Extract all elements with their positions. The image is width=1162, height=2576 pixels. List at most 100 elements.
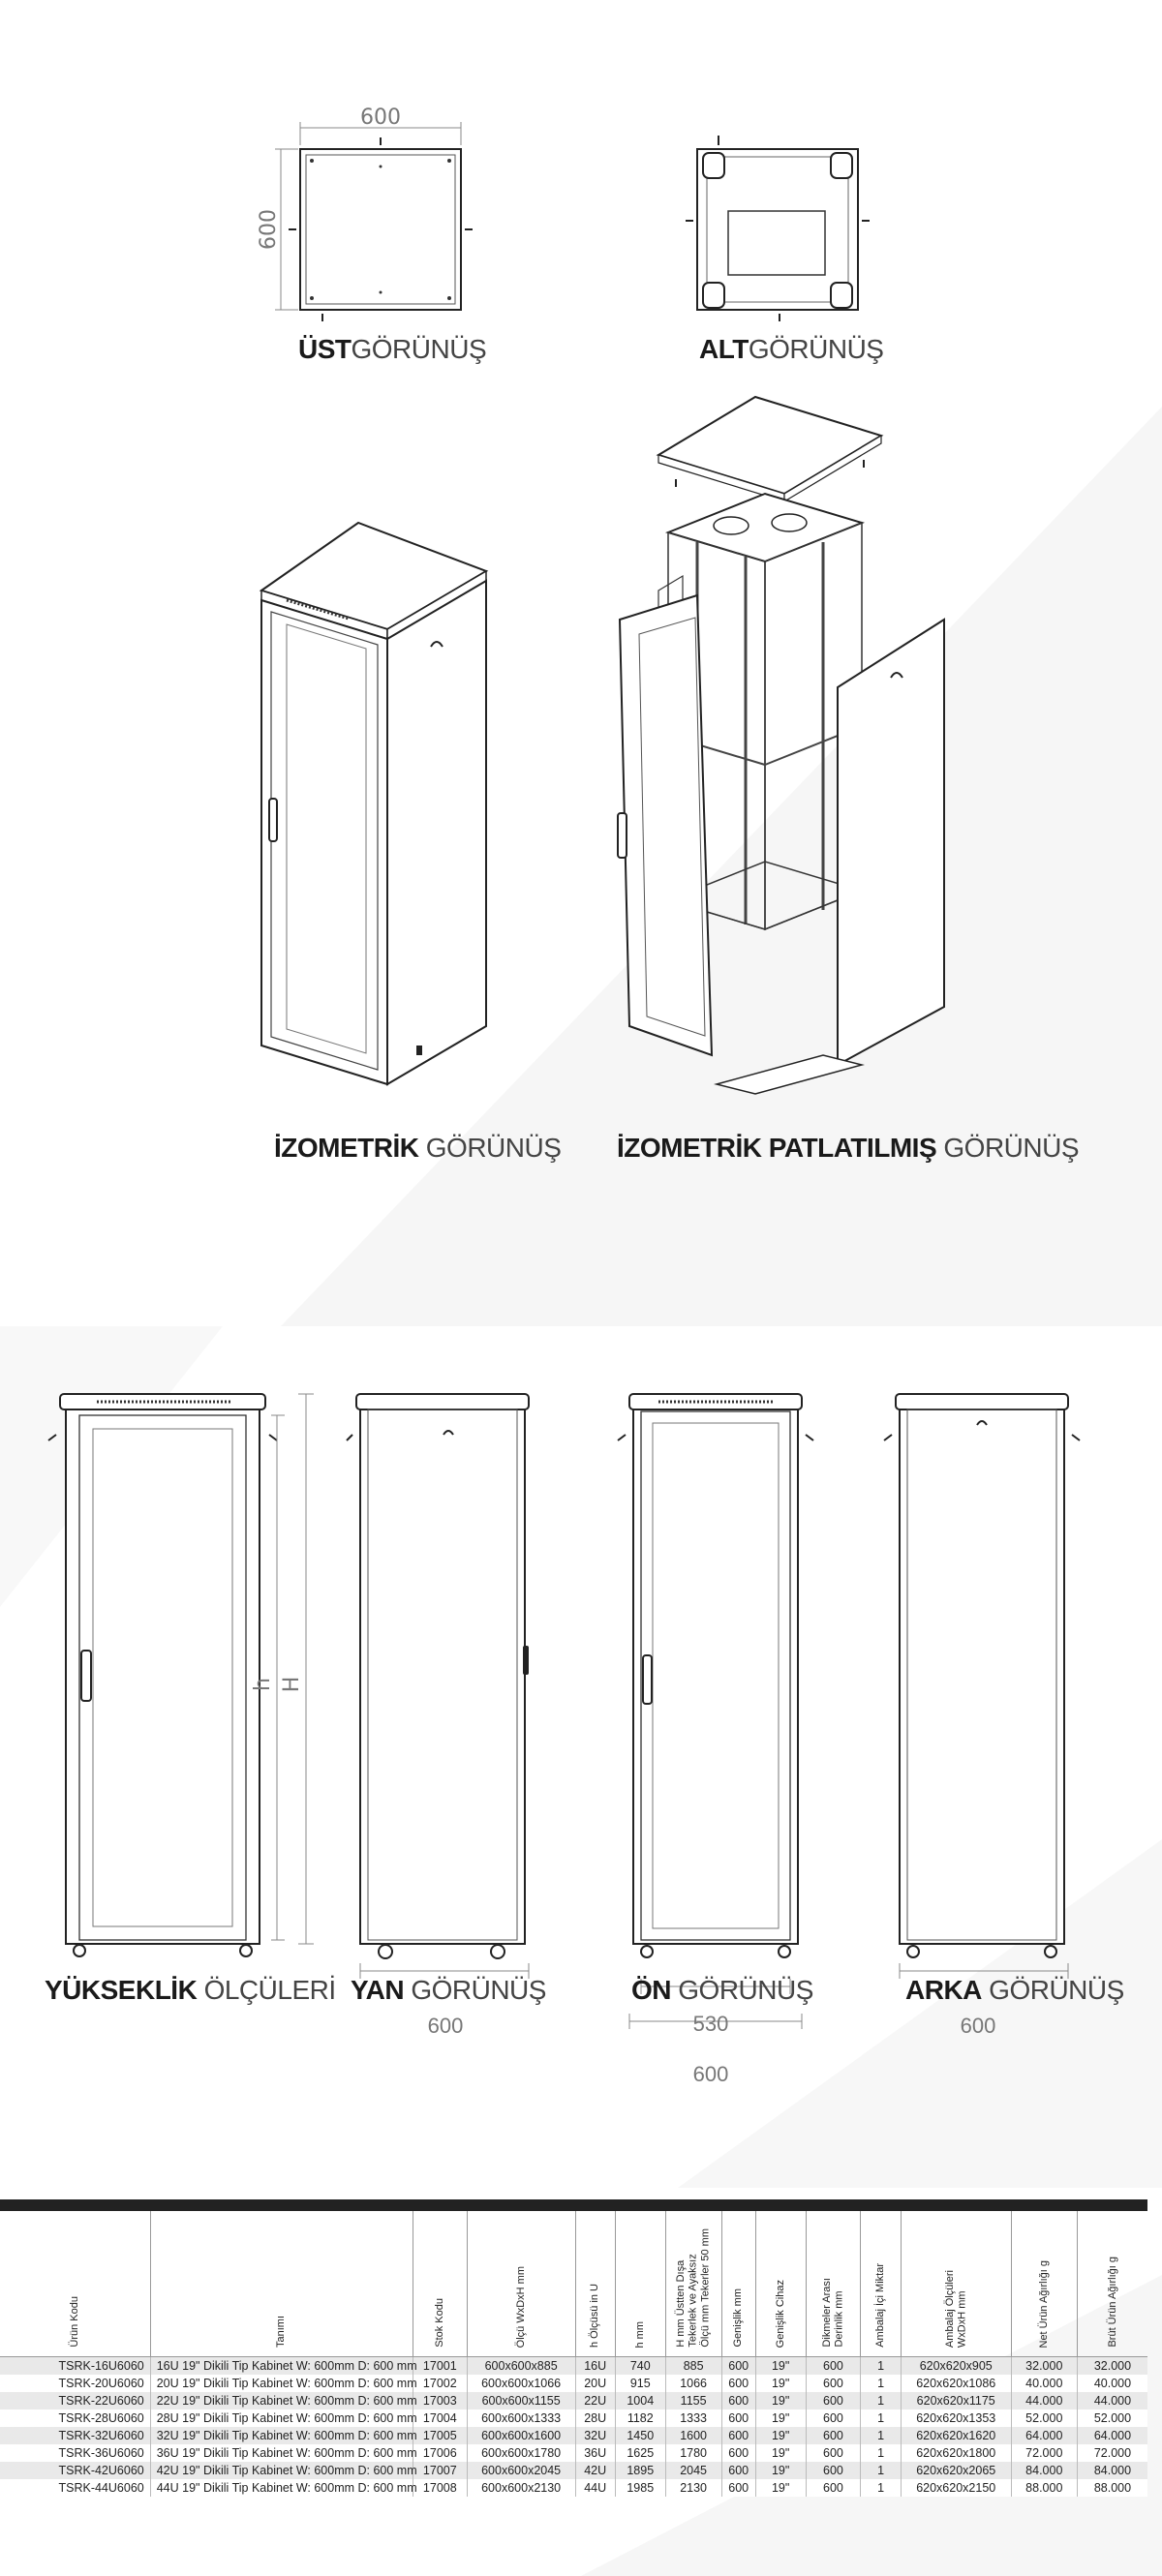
- front-outer-width-label: 600: [692, 2062, 729, 2086]
- table-cell: 19": [754, 2409, 807, 2427]
- table-cell: 16U 19" Dikili Tip Kabinet W: 600mm D: 6…: [149, 2356, 417, 2375]
- table-cell: 1004: [614, 2392, 666, 2409]
- table-cell: TSRK-32U6060: [0, 2427, 151, 2444]
- table-cell: 620x620x1620: [900, 2427, 1012, 2444]
- table-cell: 1625: [614, 2444, 666, 2462]
- table-cell: 600: [805, 2479, 861, 2497]
- table-cell: 620x620x2065: [900, 2462, 1012, 2479]
- table-cell: 1450: [614, 2427, 666, 2444]
- table-cell: 600x600x1066: [466, 2375, 576, 2392]
- spec-header-label: Ürün Kodu: [69, 2296, 81, 2348]
- table-cell: 16U: [574, 2356, 616, 2375]
- spec-header-cell: Net Ürün Ağırlığı g: [1010, 2211, 1078, 2357]
- table-cell: 17001: [412, 2356, 468, 2375]
- table-cell: 17008: [412, 2479, 468, 2497]
- table-cell: 1182: [614, 2409, 666, 2427]
- table-cell: 2130: [664, 2479, 722, 2497]
- side-view-caption: YAN GÖRÜNÜŞ: [351, 1975, 546, 2005]
- table-cell: 915: [614, 2375, 666, 2392]
- top-view-width-label: 600: [360, 106, 401, 130]
- table-cell: 64.000: [1010, 2427, 1078, 2444]
- height-view-caption: YÜKSEKLİK ÖLÇÜLERİ: [45, 1975, 336, 2005]
- table-cell: 1155: [664, 2392, 722, 2409]
- spec-header-cell: Brüt Ürün Ağırlığı g: [1076, 2211, 1147, 2357]
- table-cell: 600: [720, 2427, 756, 2444]
- height-view-drawing: h H: [47, 1393, 314, 1957]
- table-cell: TSRK-44U6060: [0, 2479, 151, 2497]
- table-cell: 20U: [574, 2375, 616, 2392]
- spec-header-cell: Tanımı: [149, 2211, 413, 2357]
- table-cell: 600: [805, 2427, 861, 2444]
- outer-height-label: H: [280, 1677, 304, 1693]
- table-cell: 19": [754, 2392, 807, 2409]
- inner-height-label: h: [251, 1678, 275, 1691]
- table-cell: 36U: [574, 2444, 616, 2462]
- front-inner-width-label: 530: [692, 2012, 729, 2036]
- table-cell: 44.000: [1076, 2392, 1147, 2409]
- spec-table-top-bar: [0, 2199, 1147, 2211]
- table-cell: 620x620x1800: [900, 2444, 1012, 2462]
- spec-header-cell: Ölçü WxDxH mm: [466, 2211, 576, 2357]
- table-cell: 19": [754, 2444, 807, 2462]
- table-cell: 36U 19" Dikili Tip Kabinet W: 600mm D: 6…: [149, 2444, 417, 2462]
- table-cell: 72.000: [1010, 2444, 1078, 2462]
- table-cell: 40.000: [1076, 2375, 1147, 2392]
- table-cell: 19": [754, 2356, 807, 2375]
- table-cell: 19": [754, 2479, 807, 2497]
- spec-header-cell: h Ölçüsü in U: [574, 2211, 616, 2357]
- table-cell: 1333: [664, 2409, 722, 2427]
- table-cell: 40.000: [1010, 2375, 1078, 2392]
- table-cell: 1: [860, 2409, 902, 2427]
- table-cell: 885: [664, 2356, 722, 2375]
- spec-header-label: Net Ürün Ağırlığı g: [1037, 2259, 1050, 2349]
- table-cell: 22U: [574, 2392, 616, 2409]
- table-cell: 620x620x1353: [900, 2409, 1012, 2427]
- back-view-drawing: [883, 1393, 1081, 1979]
- table-cell: 17004: [412, 2409, 468, 2427]
- table-cell: 44U: [574, 2479, 616, 2497]
- table-cell: 600: [805, 2375, 861, 2392]
- table-cell: 42U: [574, 2462, 616, 2479]
- table-cell: 88.000: [1010, 2479, 1078, 2497]
- spec-header-label: Ambalaj Ölçüleri WxDxH mm: [943, 2269, 968, 2348]
- table-cell: 84.000: [1076, 2462, 1147, 2479]
- table-cell: 600x600x1155: [466, 2392, 576, 2409]
- spec-header-label: Ambalaj İçi Miktar: [874, 2263, 887, 2348]
- bottom-view-caption: ALTGÖRÜNÜŞ: [699, 334, 884, 364]
- table-cell: 620x620x2150: [900, 2479, 1012, 2497]
- table-cell: 1: [860, 2427, 902, 2444]
- table-cell: TSRK-16U6060: [0, 2356, 151, 2375]
- spec-header-label: Ölçü WxDxH mm: [514, 2265, 527, 2348]
- table-cell: 19": [754, 2427, 807, 2444]
- isometric-cabinet-drawing: [259, 521, 489, 1086]
- table-cell: 19": [754, 2462, 807, 2479]
- table-cell: 52.000: [1010, 2409, 1078, 2427]
- table-cell: 1895: [614, 2462, 666, 2479]
- spec-header-cell: H mm Üstten Dışa Tekerlek ve Ayaksız Ölç…: [664, 2211, 722, 2357]
- spec-header-cell: Genişlik mm: [720, 2211, 756, 2357]
- table-cell: TSRK-42U6060: [0, 2462, 151, 2479]
- front-view-drawing: [617, 1393, 814, 2029]
- spec-header-label: h mm: [633, 2320, 646, 2349]
- table-cell: 20U 19" Dikili Tip Kabinet W: 600mm D: 6…: [149, 2375, 417, 2392]
- top-view-drawing: 600 600: [257, 106, 473, 321]
- table-cell: 600x600x2130: [466, 2479, 576, 2497]
- spec-header-cell: Ambalaj İçi Miktar: [860, 2211, 902, 2357]
- table-cell: 32.000: [1076, 2356, 1147, 2375]
- front-view-caption: ÖN GÖRÜNÜŞ: [631, 1975, 813, 2005]
- side-width-label: 600: [427, 2014, 464, 2038]
- bottom-view-drawing: [686, 136, 870, 321]
- isometric-view-caption: İZOMETRİK GÖRÜNÜŞ: [274, 1133, 562, 1163]
- table-cell: 32U: [574, 2427, 616, 2444]
- table-cell: 52.000: [1076, 2409, 1147, 2427]
- table-cell: 1: [860, 2444, 902, 2462]
- table-cell: 1066: [664, 2375, 722, 2392]
- spec-header-cell: h mm: [614, 2211, 666, 2357]
